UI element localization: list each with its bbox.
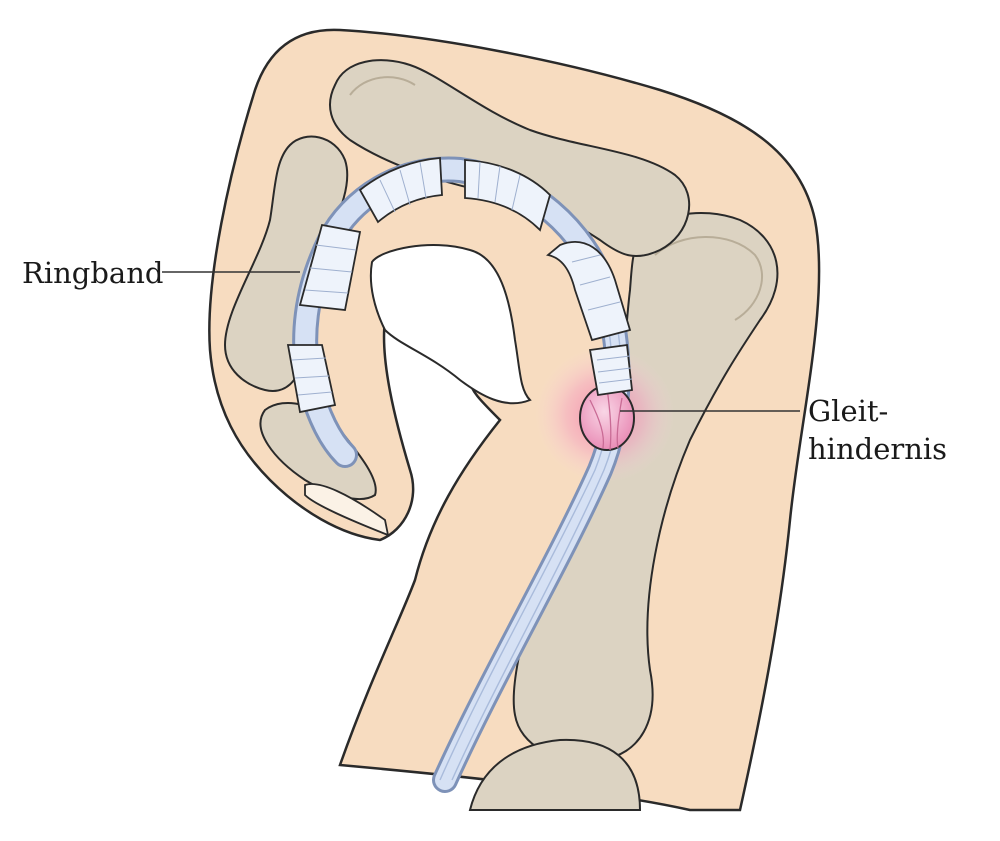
- ringband-label: Ringband: [22, 256, 164, 290]
- gleithindernis-label: Gleit- hindernis: [808, 392, 947, 468]
- fingernail: [304, 483, 390, 537]
- tendon-nodule: [579, 385, 635, 451]
- gleithindernis-label-line2: hindernis: [808, 432, 948, 466]
- pulley-a3: [464, 159, 552, 232]
- pulley-a2: [546, 241, 632, 342]
- pulley-stripes: [291, 161, 633, 396]
- middle-phalanx-shading: [349, 76, 416, 96]
- pulley-a5: [298, 223, 362, 311]
- gleithindernis-label-line1: Gleit-: [808, 394, 889, 428]
- proximal-phalanx-head-shading: [654, 236, 764, 321]
- distal-phalanx: [223, 135, 349, 392]
- palm-gap: [369, 244, 532, 405]
- metacarpal: [468, 738, 642, 811]
